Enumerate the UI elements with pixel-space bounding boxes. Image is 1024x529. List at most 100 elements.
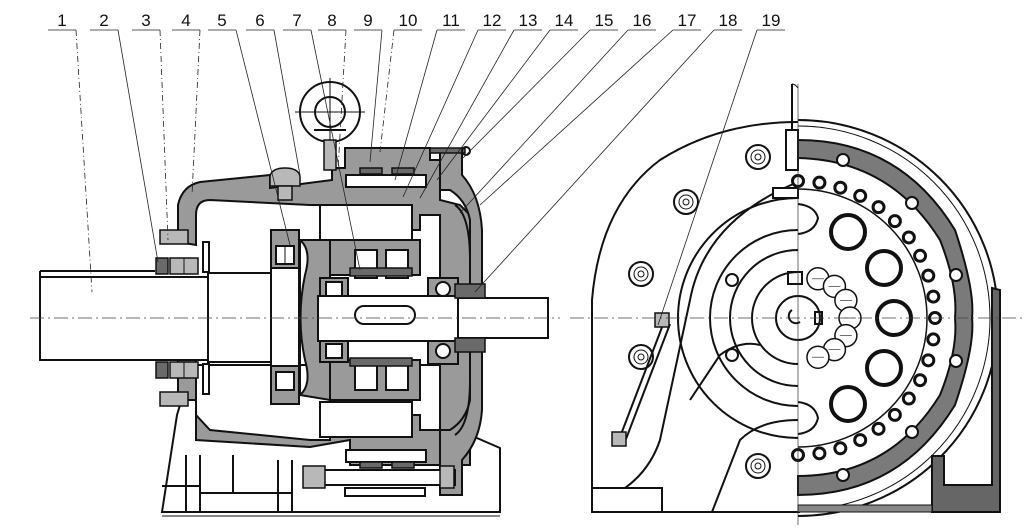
callout-2: 2 [90,11,159,263]
pin-rollers [345,167,427,469]
callout-number: 6 [255,11,264,30]
callout-3: 3 [132,11,169,241]
callout-number: 8 [327,11,336,30]
foot-right [931,286,1001,513]
leader-line [379,29,395,153]
cutout-bottom [797,401,820,435]
needle-pin [926,332,941,347]
callout-number: 15 [595,11,614,30]
output-bearing-bottom [270,365,300,405]
oil-level-gauge [611,312,671,447]
callout-1: 1 [48,11,93,293]
callout-number: 19 [762,11,781,30]
callout-number: 5 [217,11,226,30]
leader-line [436,29,551,181]
needle-pin-ring [791,174,942,462]
callout-10: 10 [379,11,422,153]
eccentric-bearing-rollers [806,267,862,369]
needle-pin [812,446,827,461]
needle-pin [833,441,848,456]
input-shaft [317,283,549,353]
leader-line [369,29,383,163]
callout-number: 7 [292,11,301,30]
callout-18: 18 [474,11,742,293]
callout-number: 1 [57,11,66,30]
longitudinal-section-view [30,78,560,517]
housing-bolts [628,144,771,479]
housing-outline-left [591,121,799,512]
needle-pin [901,391,916,406]
leader-line [459,29,629,214]
callout-number: 17 [678,11,697,30]
lifting-eye-bolt [295,78,365,171]
callout-number: 4 [181,11,190,30]
needle-pin [901,230,916,245]
callout-number: 13 [519,11,538,30]
leader-line [474,29,715,293]
callout-12: 12 [402,11,506,198]
output-shaft [39,266,300,368]
leader-line [462,29,591,159]
callout-number: 3 [141,11,150,30]
leader-line [273,29,301,176]
callout-number: 10 [399,11,418,30]
needle-pin [812,175,827,190]
leader-line [657,29,758,326]
output-bearing-top [270,229,300,269]
callout-4: 4 [172,11,201,196]
callout-19: 19 [657,11,785,326]
callout-15: 15 [462,11,618,159]
needle-pin [913,248,928,263]
needle-pin [871,200,886,215]
needle-pin [887,407,902,422]
callout-number: 9 [363,11,372,30]
callout-5: 5 [208,11,291,246]
callout-6: 6 [246,11,301,176]
breather-plug [269,167,301,201]
callout-number: 14 [555,11,574,30]
callout-13: 13 [419,11,542,199]
leader-line [117,29,159,263]
needle-pin [887,214,902,229]
leader-line [394,29,438,181]
callout-16: 16 [459,11,656,214]
callout-8: 8 [318,11,347,171]
needle-pin [853,433,868,448]
needle-pin [833,180,848,195]
needle-pin [926,289,941,304]
needle-pin [871,421,886,436]
callout-number: 16 [633,11,652,30]
leader-line [419,29,515,199]
cycloid-disc-assembly [329,239,421,401]
ring-bolt-holes [836,153,963,482]
cutout-top [797,203,820,235]
cycloid-disc-holes [829,213,913,423]
callout-17: 17 [479,11,701,206]
tie-bolt [302,465,456,497]
housing-lower [177,349,471,466]
leader-line [159,29,169,241]
callout-number: 18 [719,11,738,30]
callout-14: 14 [436,11,578,181]
callout-number: 12 [483,11,502,30]
needle-pin [921,353,936,368]
callout-number: 2 [99,11,108,30]
split-flange [772,83,799,199]
leader-line [479,29,674,206]
needle-pin [913,373,928,388]
needle-pin [853,188,868,203]
callout-number: 11 [442,11,460,30]
tapered-roller-bearing-top [155,229,210,275]
leader-line [235,29,291,246]
inner-housing-contour [624,181,799,489]
callout-9: 9 [354,11,383,163]
callout-7: 7 [283,11,361,271]
needle-pin [921,268,936,283]
tapered-roller-bearing-bottom [155,361,210,407]
leader-line [402,29,479,198]
end-view [570,83,1024,525]
callout-11: 11 [394,11,465,181]
